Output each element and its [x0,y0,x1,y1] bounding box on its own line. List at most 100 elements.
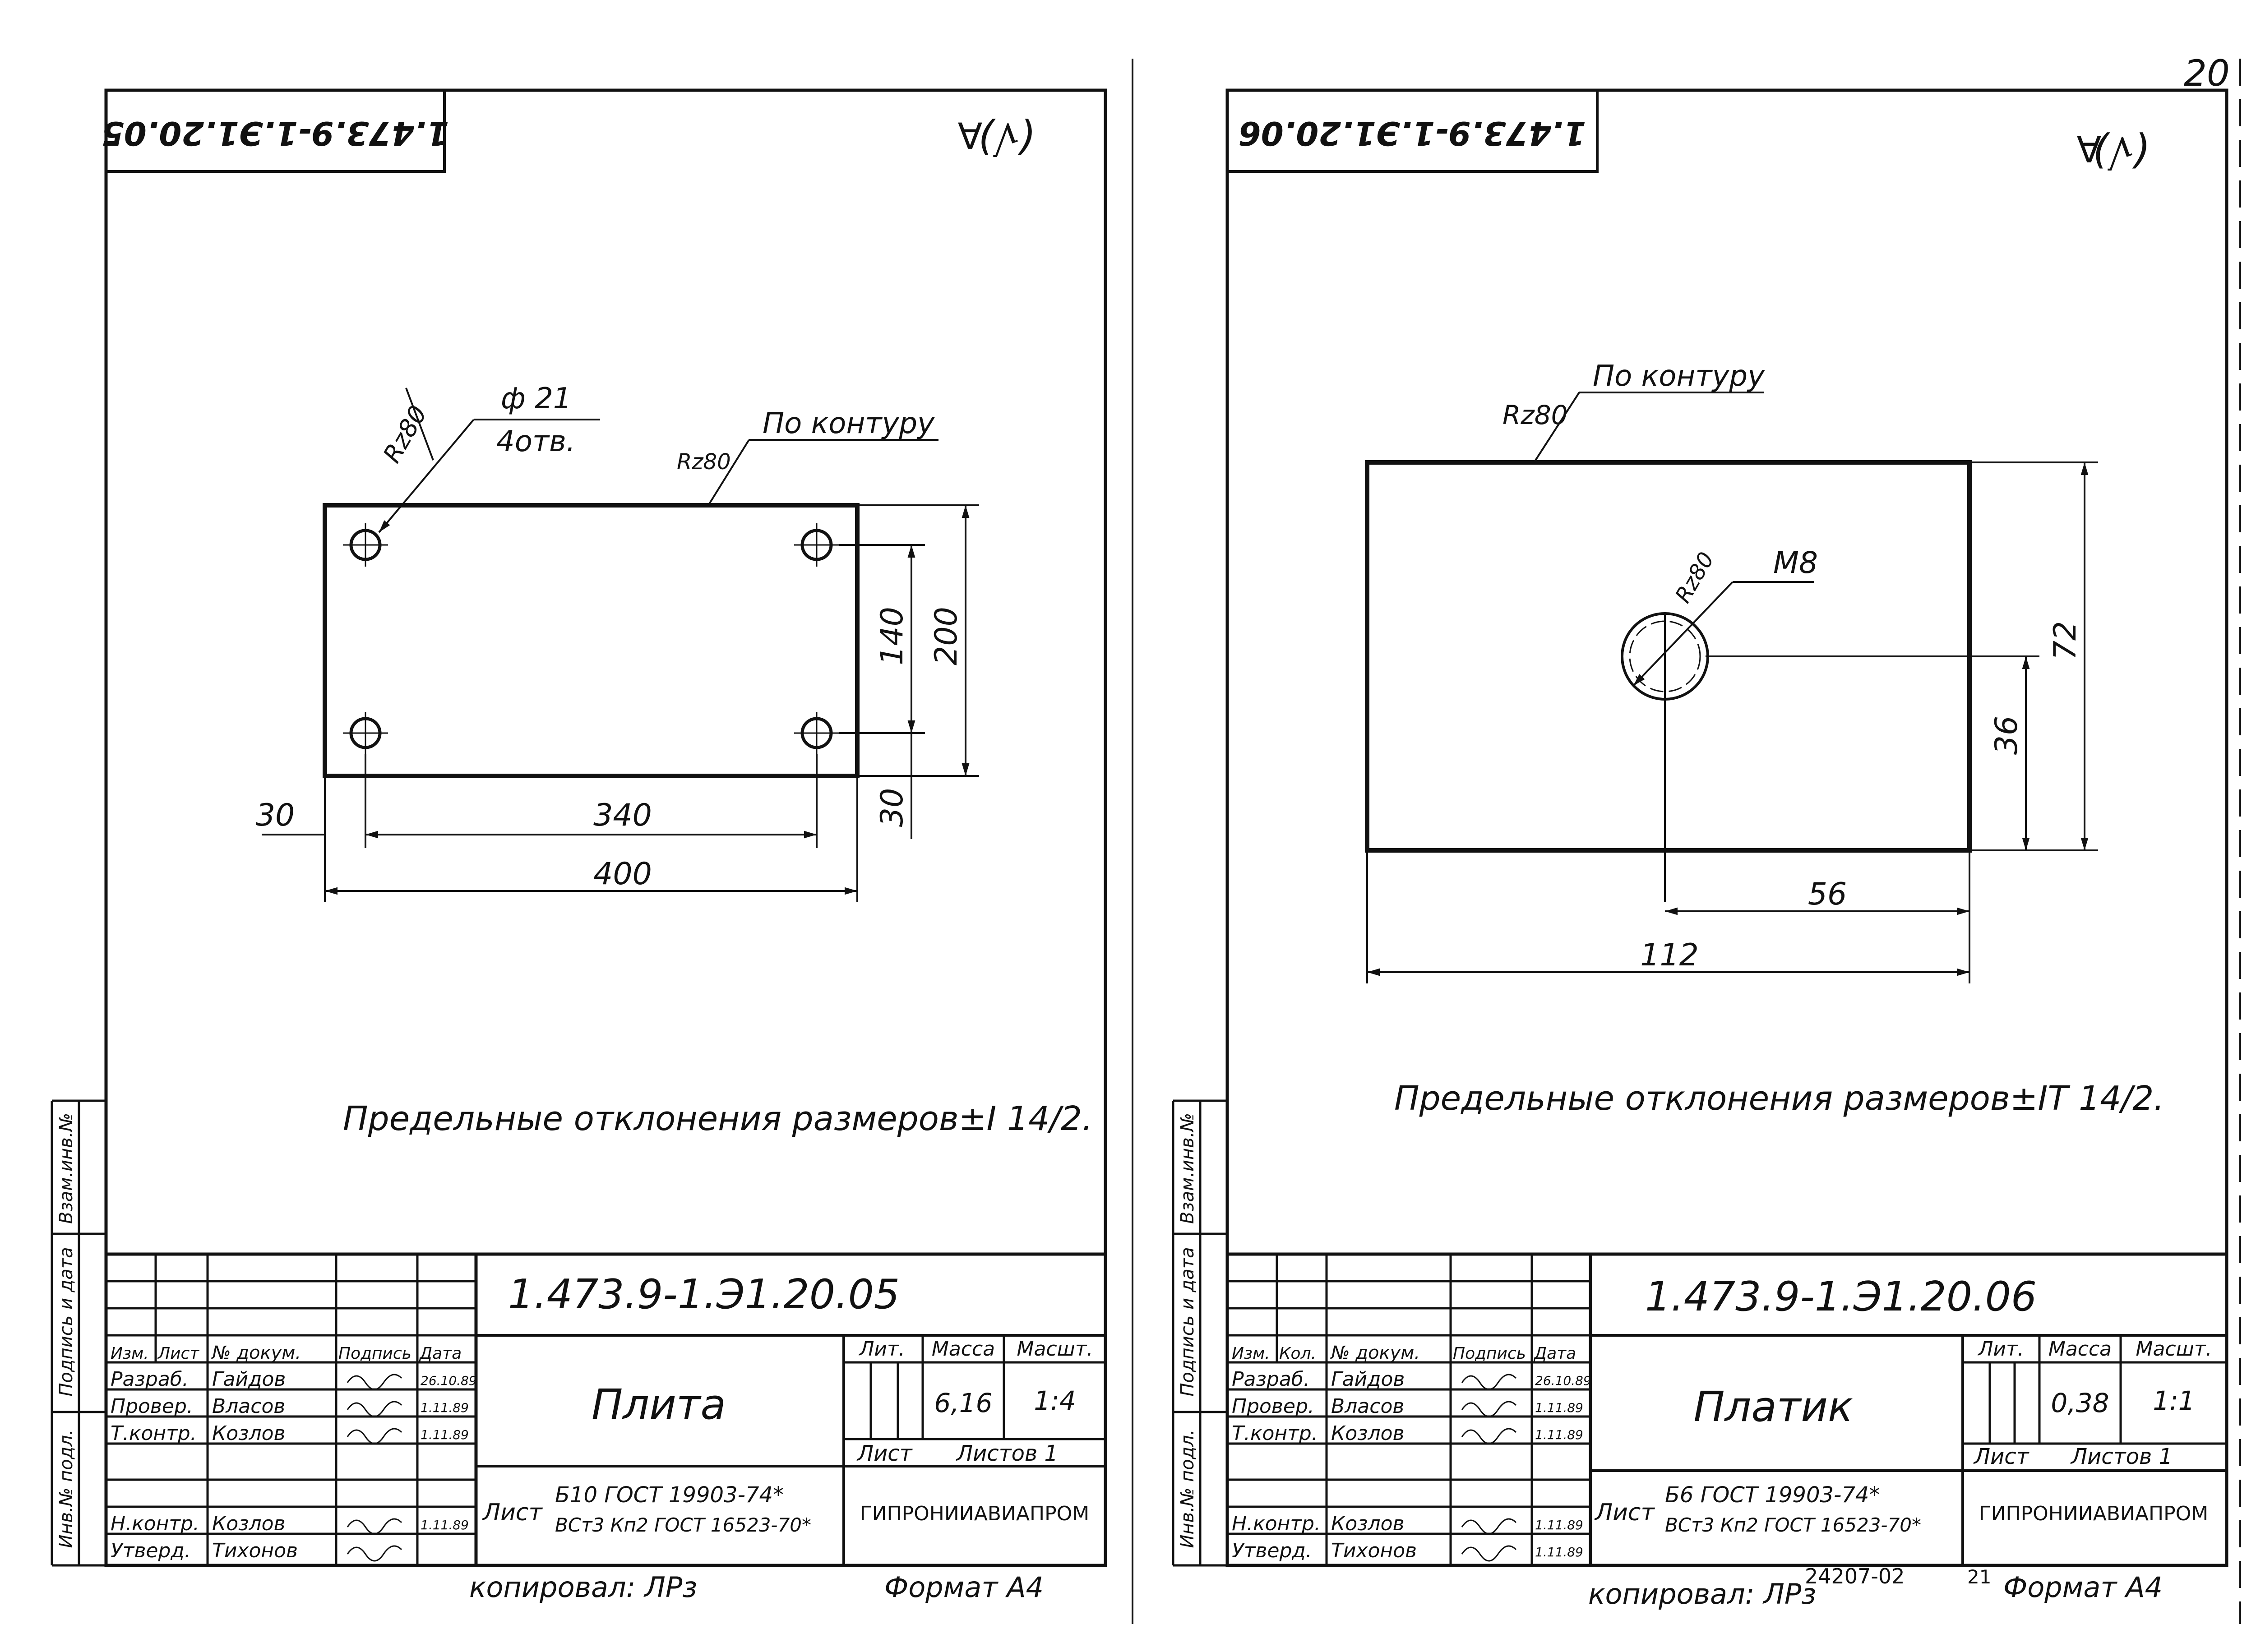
thread-hole-inner [1629,620,1701,692]
header-scale: Масшт. [2136,1338,2212,1361]
name-nkontr: Козлов [1331,1512,1405,1535]
contour-leader [707,439,750,506]
page-number: 21 [1967,1566,1991,1588]
thread-leader [1632,581,1734,687]
role-prover: Провер. [111,1395,193,1418]
side-strip [1173,1099,1227,1565]
material-line-1: Б10 ГОСТ 19903-74* [555,1482,784,1508]
name-utverd: Тихонов [212,1539,298,1562]
tolerance-note: Предельные отклонения размеров±I 14/2. [343,1099,1093,1138]
col-izm: Изм. [1232,1344,1270,1363]
rz-hole: Rz80 [1670,548,1719,607]
sheets-count: Листов 1 [956,1441,1058,1466]
doc-number: 1.473.9-1.Э1.20.06 [1645,1273,2037,1320]
roughness-prefix: ∀ [958,115,983,157]
side-strip [52,1099,106,1565]
organization: ГИПРОНИИАВИАПРОМ [1979,1502,2208,1525]
signatures [347,1374,402,1562]
hole-leader [378,419,475,533]
role-utverd: Утверд. [111,1539,191,1562]
date-nkontr: 1.11.89 [421,1518,469,1532]
date-razrab: 26.10.89 [421,1373,477,1388]
header-mass: Масса [2048,1338,2112,1361]
role-nkontr: Н.контр. [111,1512,199,1535]
name-nkontr: Козлов [212,1512,286,1535]
dim-400: 400 [593,856,652,892]
date-razrab: 26.10.89 [1535,1373,1591,1388]
title-block [1227,1252,2227,1565]
dim-72: 72 [2048,621,2083,660]
format-label: Формат А4 [2003,1571,2163,1604]
title-block [106,1252,1105,1565]
dim-112: 112 [1640,937,1699,973]
name-prover: Власов [212,1395,285,1418]
side-label-replace: Взам.инв.№ [1177,1113,1198,1224]
hole-spec-1: ф 21 [501,382,572,415]
sheet-frame [1225,88,2228,1567]
scale-value: 1:4 [1034,1385,1076,1416]
dim-30-left: 30 [256,798,295,833]
scale-value: 1:1 [2153,1385,2195,1416]
contour-leader [1533,392,1580,463]
col-kol: Кол. [1279,1344,1316,1363]
mirrored-stamp-text: 1.473.9-1.Э1.20.06 [1239,114,1586,152]
organization: ГИПРОНИИАВИАПРОМ [860,1502,1089,1525]
date-tkontr: 1.11.89 [1535,1427,1583,1442]
thread-spec: М8 [1773,545,1818,580]
part-name: Плита [592,1380,726,1429]
dim-lines-vertical [839,504,979,839]
tolerance-note: Предельные отклонения размеров±IТ 14/2. [1394,1079,2164,1118]
dim-36: 36 [1989,716,2025,755]
holes [349,529,833,749]
material-line-1: Б6 ГОСТ 19903-74* [1665,1482,1880,1508]
dim-340: 340 [593,798,652,833]
sheet-label: Лист [856,1441,913,1466]
header-lit: Лит. [1977,1338,2024,1361]
name-utverd: Тихонов [1331,1539,1417,1562]
col-izm: Изм. [111,1344,149,1363]
date-prover: 1.11.89 [1535,1400,1583,1415]
side-label-sign: Подпись и дата [56,1247,77,1396]
col-list: Лист [157,1344,199,1363]
header-mass: Масса [932,1338,995,1361]
col-date: Дата [1533,1344,1576,1363]
date-prover: 1.11.89 [421,1400,469,1415]
side-label-sign: Подпись и дата [1177,1247,1198,1396]
copied-by: копировал: ЛРз [1588,1578,1816,1610]
dim-140: 140 [874,607,910,665]
role-tkontr: Т.контр. [1232,1422,1318,1445]
mass-value: 0,38 [2051,1388,2109,1418]
col-docnum: № докум. [1330,1343,1420,1363]
date-tkontr: 1.11.89 [421,1427,469,1442]
dim-lines-vertical [1706,461,2098,851]
dim-lines-horizontal [262,754,858,902]
format-label: Формат А4 [884,1571,1044,1604]
doc-number: 1.473.9-1.Э1.20.05 [508,1271,900,1318]
role-razrab: Разраб. [1232,1368,1310,1391]
side-label-inv: Инв.№ подл. [1177,1429,1198,1548]
roughness-prefix: ∀ [2077,129,2102,171]
contour-note: По контуру [1593,360,1765,393]
name-razrab: Гайдов [212,1368,286,1391]
roughness-mark: (√) [2092,128,2150,175]
dim-30-right: 30 [874,788,910,827]
rz-contour: Rz80 [1502,400,1568,430]
date-nkontr: 1.11.89 [1535,1518,1583,1532]
hole-centerlines [343,523,839,754]
material-line-2: ВСт3 Кп2 ГОСТ 16523-70* [555,1514,811,1536]
mirrored-stamp-box [105,89,446,173]
plate-outline [323,503,860,778]
role-tkontr: Т.контр. [111,1422,197,1445]
name-tkontr: Козлов [212,1422,286,1445]
col-date: Дата [419,1344,462,1363]
header-lit: Лит. [858,1338,905,1361]
order-number: 24207-02 [1805,1564,1905,1588]
sheet-right: 1.473.9-1.Э1.20.06 (√) ∀ М8 Rz80 По конт… [1172,59,2241,1624]
roughness-mark: (√) [977,114,1035,162]
signatures [1461,1374,1517,1562]
role-utverd: Утверд. [1232,1539,1312,1562]
material-line-2: ВСт3 Кп2 ГОСТ 16523-70* [1665,1514,1921,1536]
role-prover: Провер. [1232,1395,1314,1418]
col-docnum: № докум. [211,1343,301,1363]
header-scale: Масшт. [1017,1338,1093,1361]
